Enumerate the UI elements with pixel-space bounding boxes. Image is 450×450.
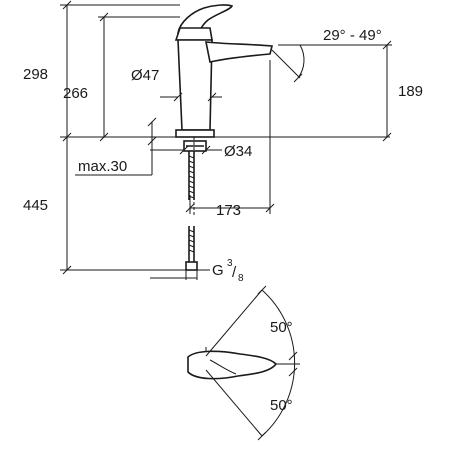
label-thread-letter: G [212,262,224,279]
label-189: 189 [398,83,423,100]
label-445: 445 [23,197,48,214]
angle-indicator [271,44,305,83]
label-266: 266 [63,85,88,102]
label-diameter-47: Ø47 [131,67,159,84]
label-diameter-34: Ø34 [224,143,252,160]
label-angle: 29° - 49° [323,27,382,44]
label-298: 298 [23,66,48,83]
label-173: 173 [216,202,241,219]
label-thread-den: 8 [238,273,244,284]
label-thread-num: 3 [227,258,233,269]
faucet-cap [174,27,213,41]
svg-text:/: / [232,264,237,281]
faucet-spout [205,41,274,63]
label-swivel-bottom: 50° [270,397,293,414]
threaded-rod [188,151,195,200]
label-swivel-top: 50° [270,319,293,336]
top-view [187,285,300,441]
faucet-body [177,39,213,131]
hose-connector [185,226,198,280]
label-max-30: max.30 [78,158,127,175]
faucet-base [175,129,215,138]
spout-top-view [187,350,278,380]
